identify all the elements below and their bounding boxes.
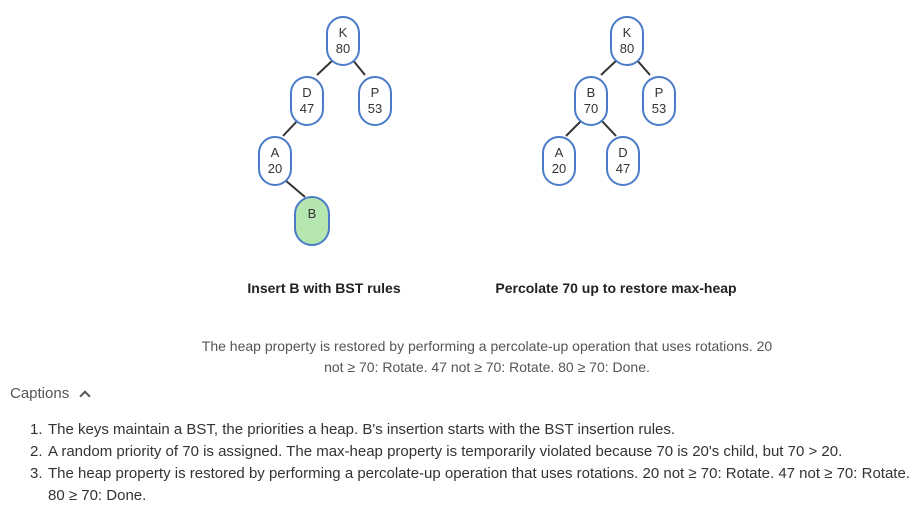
node-key: P (655, 85, 664, 100)
panel-label-percolate: Percolate 70 up to restore max-heap (495, 280, 737, 296)
node-key: B (308, 206, 317, 221)
caption-number: 3. (30, 465, 43, 482)
caption-number: 2. (30, 443, 43, 460)
list-item: 3. The heap property is restored by perf… (30, 463, 910, 507)
edge-a-b (284, 179, 306, 198)
tree-node-d: D 47 (290, 76, 324, 126)
caption-number: 1. (30, 421, 43, 438)
node-key: K (623, 25, 632, 40)
caption-list: 1. The keys maintain a BST, the prioriti… (30, 419, 910, 507)
edge-b-a (565, 119, 583, 137)
node-key: D (618, 145, 627, 160)
tree-node-a: A 20 (542, 136, 576, 186)
tree-node-d: D 47 (606, 136, 640, 186)
tree-node-b: B 70 (574, 76, 608, 126)
chevron-up-icon (79, 389, 91, 402)
node-priority: 20 (552, 161, 566, 176)
list-item: 2. A random priority of 70 is assigned. … (30, 441, 910, 463)
node-key: A (555, 145, 564, 160)
node-priority: 80 (336, 41, 350, 56)
node-priority: 47 (616, 161, 630, 176)
node-key: B (587, 85, 596, 100)
edge-k-d (316, 58, 335, 76)
caption-item-text: The keys maintain a BST, the priorities … (48, 421, 676, 438)
node-priority: 53 (652, 101, 666, 116)
tree-node-k: K 80 (610, 16, 644, 66)
caption-item-text: A random priority of 70 is assigned. The… (48, 443, 843, 460)
captions-header-label: Captions (10, 385, 70, 402)
node-key: P (371, 85, 380, 100)
tree-node-a: A 20 (258, 136, 292, 186)
tree-node-p: P 53 (358, 76, 392, 126)
node-priority: 53 (368, 101, 382, 116)
tree-node-p: P 53 (642, 76, 676, 126)
node-priority: 47 (300, 101, 314, 116)
node-key: A (271, 145, 280, 160)
panel-label-insert: Insert B with BST rules (247, 280, 401, 296)
captions-toggle[interactable]: Captions (10, 385, 91, 402)
node-key: D (302, 85, 311, 100)
step-caption: The heap property is restored by perform… (201, 338, 773, 375)
node-priority: 80 (620, 41, 634, 56)
tree-node-k: K 80 (326, 16, 360, 66)
node-priority: 20 (268, 161, 282, 176)
edge-b-d (600, 119, 617, 137)
node-priority: 70 (584, 101, 598, 116)
edge-k-b (600, 58, 619, 76)
tree-node-b-new: B (294, 196, 330, 246)
treap-diagram: K 80 D 47 P 53 A 20 B K 80 B 70 P 53 A (258, 16, 676, 246)
node-key: K (339, 25, 348, 40)
list-item: 1. The keys maintain a BST, the prioriti… (30, 419, 910, 441)
caption-item-text: The heap property is restored by perform… (48, 465, 910, 504)
